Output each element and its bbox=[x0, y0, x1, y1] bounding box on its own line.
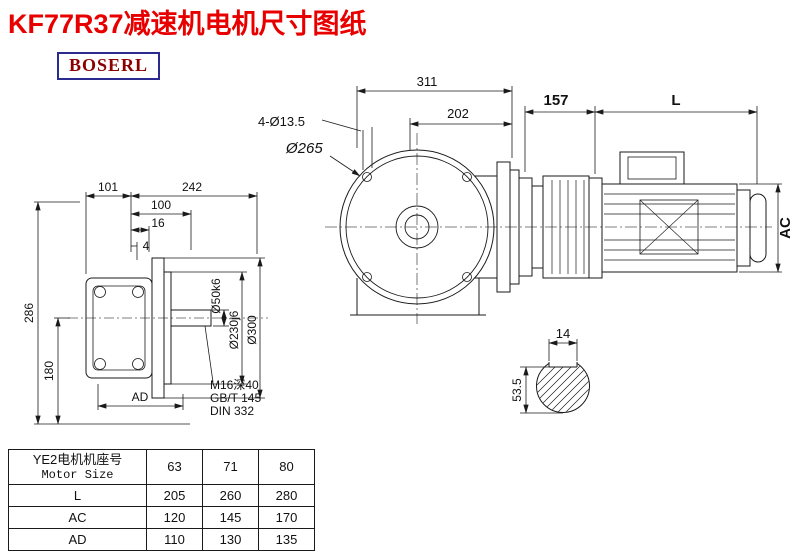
dim-157-label: 157 bbox=[543, 92, 568, 109]
dim-311-label: 311 bbox=[417, 74, 438, 89]
flange-circle bbox=[339, 149, 495, 305]
table-header-en: Motor Size bbox=[41, 467, 114, 482]
table-row-l: L 205 260 280 bbox=[8, 484, 315, 507]
shaft-section-drawing bbox=[520, 339, 590, 414]
front-view-drawing bbox=[321, 86, 782, 324]
left-view-drawing bbox=[34, 192, 268, 425]
table-size-col-2: 80 bbox=[258, 449, 315, 485]
output-flange bbox=[151, 257, 172, 399]
gearbox-side-body bbox=[85, 277, 153, 379]
dim-202-label: 202 bbox=[447, 106, 469, 121]
shaft-section-labels: 14 53.5 bbox=[510, 326, 570, 402]
bolt-hole bbox=[362, 272, 372, 282]
left-view-dimension-lines bbox=[35, 193, 263, 425]
output-shaft bbox=[170, 309, 212, 327]
table-row-ad: AD 110 130 135 bbox=[8, 528, 315, 551]
bolt-hole bbox=[362, 172, 372, 182]
front-view-dimension-lines bbox=[356, 88, 781, 273]
dim-ad-label: AD bbox=[132, 390, 149, 404]
shaft-section-dimension-lines bbox=[523, 340, 578, 414]
din-note-label: DIN 332 bbox=[210, 404, 254, 418]
dim-180-label: 180 bbox=[42, 361, 56, 381]
table-row-ac: AC 120 145 170 bbox=[8, 506, 315, 529]
spigot-dia-label: Ø230j6 bbox=[227, 310, 241, 349]
motor-body bbox=[588, 177, 738, 279]
dim-4-label: 4 bbox=[143, 239, 150, 253]
table-cell: 170 bbox=[258, 506, 315, 529]
table-size-col-0: 63 bbox=[146, 449, 203, 485]
table-header-row: YE2电机机座号 Motor Size 63 71 80 bbox=[8, 449, 315, 485]
tap-note-label: M16深40 bbox=[210, 378, 259, 392]
housing-base bbox=[350, 278, 486, 316]
row-label-ac: AC bbox=[8, 506, 147, 529]
fan-cover bbox=[736, 189, 767, 267]
dim-l-label: L bbox=[671, 92, 680, 109]
table-cell: 280 bbox=[258, 484, 315, 507]
table-cell: 260 bbox=[202, 484, 259, 507]
front-view-labels: 311 202 4-Ø13.5 Ø265 157 L AC bbox=[258, 74, 794, 239]
key-depth-label: 53.5 bbox=[510, 378, 524, 402]
bolt-hole bbox=[462, 172, 472, 182]
dim-100-label: 100 bbox=[151, 198, 171, 212]
table-cell: 120 bbox=[146, 506, 203, 529]
motor-adapter bbox=[475, 161, 590, 293]
front-view-extension-lines bbox=[321, 86, 782, 273]
key-width-label: 14 bbox=[556, 326, 570, 341]
flange-circle-dia-label: Ø265 bbox=[285, 140, 323, 157]
table-cell: 145 bbox=[202, 506, 259, 529]
table-header-cn: YE2电机机座号 bbox=[32, 452, 123, 467]
dim-ac-label: AC bbox=[777, 217, 794, 239]
table-header-motor-size: YE2电机机座号 Motor Size bbox=[8, 449, 147, 485]
table-cell: 110 bbox=[146, 528, 203, 551]
shaft-dia-label: Ø50k6 bbox=[209, 278, 223, 314]
stator-core bbox=[639, 199, 699, 255]
terminal-box bbox=[619, 151, 685, 185]
row-label-ad: AD bbox=[8, 528, 147, 551]
table-cell: 205 bbox=[146, 484, 203, 507]
dim-286-label: 286 bbox=[22, 303, 36, 323]
flange-dia-label: Ø300 bbox=[245, 315, 259, 345]
table-cell: 130 bbox=[202, 528, 259, 551]
keyway-opening bbox=[549, 355, 577, 367]
table-size-col-1: 71 bbox=[202, 449, 259, 485]
keyway-slot bbox=[548, 362, 578, 368]
dim-101-label: 101 bbox=[98, 180, 118, 194]
dim-242-label: 242 bbox=[182, 180, 202, 194]
dim-16-label: 16 bbox=[151, 216, 165, 230]
row-label-l: L bbox=[8, 484, 147, 507]
bolt-hole bbox=[462, 272, 472, 282]
motor-size-table: YE2电机机座号 Motor Size 63 71 80 L 205 260 2… bbox=[8, 449, 315, 551]
brand-logo: BOSERL bbox=[57, 52, 161, 80]
left-view-labels: 101 242 100 16 4 286 180 AD Ø50k6 Ø230j6… bbox=[22, 180, 261, 418]
page-title: KF77R37减速机电机尺寸图纸 bbox=[8, 9, 367, 39]
table-cell: 135 bbox=[258, 528, 315, 551]
gb-note-label: GB/T 145 bbox=[210, 391, 261, 405]
bolt-holes-label: 4-Ø13.5 bbox=[258, 114, 305, 129]
